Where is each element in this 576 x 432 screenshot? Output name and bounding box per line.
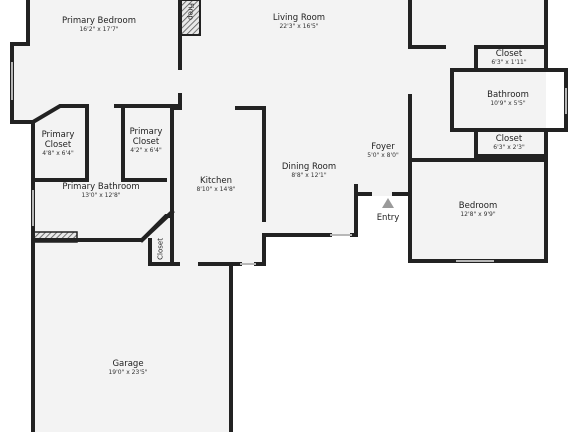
primary-bathroom-floor: [33, 180, 172, 240]
room-dimensions: 4'2" x 6'4": [130, 146, 162, 154]
garage-floor: [33, 240, 231, 432]
room-dimensions: 8'8" x 12'1": [291, 171, 327, 179]
room-name: Primary Closet: [129, 127, 163, 147]
room-dimensions: 5'0" x 8'0": [367, 151, 399, 159]
label-primary-closet-b: Primary Closet 4'2" x 6'4": [126, 127, 166, 154]
room-dimensions: 19'0" x 23'5": [108, 368, 148, 376]
room-dimensions: 6'3" x 2'3": [493, 143, 525, 151]
label-primary-closet-a: Primary Closet 4'8" x 6'4": [38, 130, 78, 157]
label-fireplace: Firep: [186, 3, 195, 20]
label-dining-room: Dining Room 8'8" x 12'1": [281, 162, 337, 180]
room-name: Foyer: [371, 142, 395, 152]
label-bathroom: Bathroom 10'9" x 5'5": [487, 90, 529, 108]
room-dimensions: 8'10" x 14'8": [196, 185, 236, 193]
room-dimensions: 10'9" x 5'5": [490, 99, 526, 107]
label-living-room: Living Room 22'3" x 16'5": [272, 13, 326, 31]
walls: [10, 0, 568, 432]
label-garage: Garage 19'0" x 23'5": [108, 359, 148, 377]
room-name: Primary Bathroom: [62, 182, 140, 192]
room-name: Bathroom: [487, 90, 529, 100]
closet-mid-walls: [474, 128, 548, 158]
primary-bedroom-walls: [10, 0, 89, 124]
room-dimensions: 13'0" x 12'8": [81, 191, 121, 199]
living-dining-floor: [180, 0, 410, 235]
primary-closet-a-floor: [33, 106, 87, 180]
label-kitchen: Kitchen 8'10" x 14'8": [196, 176, 236, 194]
closet-small-walls: [139, 214, 174, 243]
label-entry: Entry: [376, 213, 400, 223]
room-name: Dining Room: [281, 162, 337, 172]
label-foyer: Foyer 5'0" x 8'0": [367, 142, 399, 160]
room-dimensions: 22'3" x 16'5": [279, 22, 319, 30]
corridor-floor: [87, 106, 123, 180]
bedroom-floor: [410, 160, 546, 261]
room-name: Bedroom: [458, 201, 498, 211]
room-dimensions: 4'8" x 6'4": [42, 149, 74, 157]
label-primary-bedroom: Primary Bedroom 16'2" x 17'7": [62, 16, 136, 34]
room-name: Kitchen: [200, 176, 232, 186]
closet-small-bottom: [148, 238, 174, 266]
room-dimensions: 16'2" x 17'7": [79, 25, 119, 33]
room-dimensions: 12'8" x 9'9": [460, 210, 496, 218]
entry-arrow-icon: [382, 198, 394, 208]
room-name: Living Room: [272, 13, 326, 23]
primary-bedroom-floor: [12, 0, 180, 122]
room-name: Closet: [495, 134, 523, 144]
floor-fill: [12, 0, 546, 432]
primary-closet-b-floor: [123, 106, 172, 180]
room-name: Primary Bedroom: [62, 16, 136, 26]
kitchen-east-wall: [235, 106, 266, 222]
label-closet-small: Closet: [156, 238, 165, 260]
windows: [11, 62, 567, 265]
room-name: Closet: [495, 49, 523, 59]
label-primary-bathroom: Primary Bathroom 13'0" x 12'8": [62, 182, 140, 200]
label-bedroom: Bedroom 12'8" x 9'9": [458, 201, 498, 219]
kitchen-floor: [172, 108, 264, 264]
room-name: Garage: [112, 359, 144, 369]
label-closet-mid: Closet 6'3" x 2'3": [493, 134, 525, 152]
room-dimensions: 6'3" x 1'11": [491, 58, 527, 66]
foyer-floor: [356, 96, 414, 196]
label-closet-top: Closet 6'3" x 1'11": [491, 49, 527, 67]
closet-b-walls: [121, 104, 167, 182]
room-name: Primary Closet: [41, 130, 75, 150]
bathroom-walls: [450, 68, 568, 132]
